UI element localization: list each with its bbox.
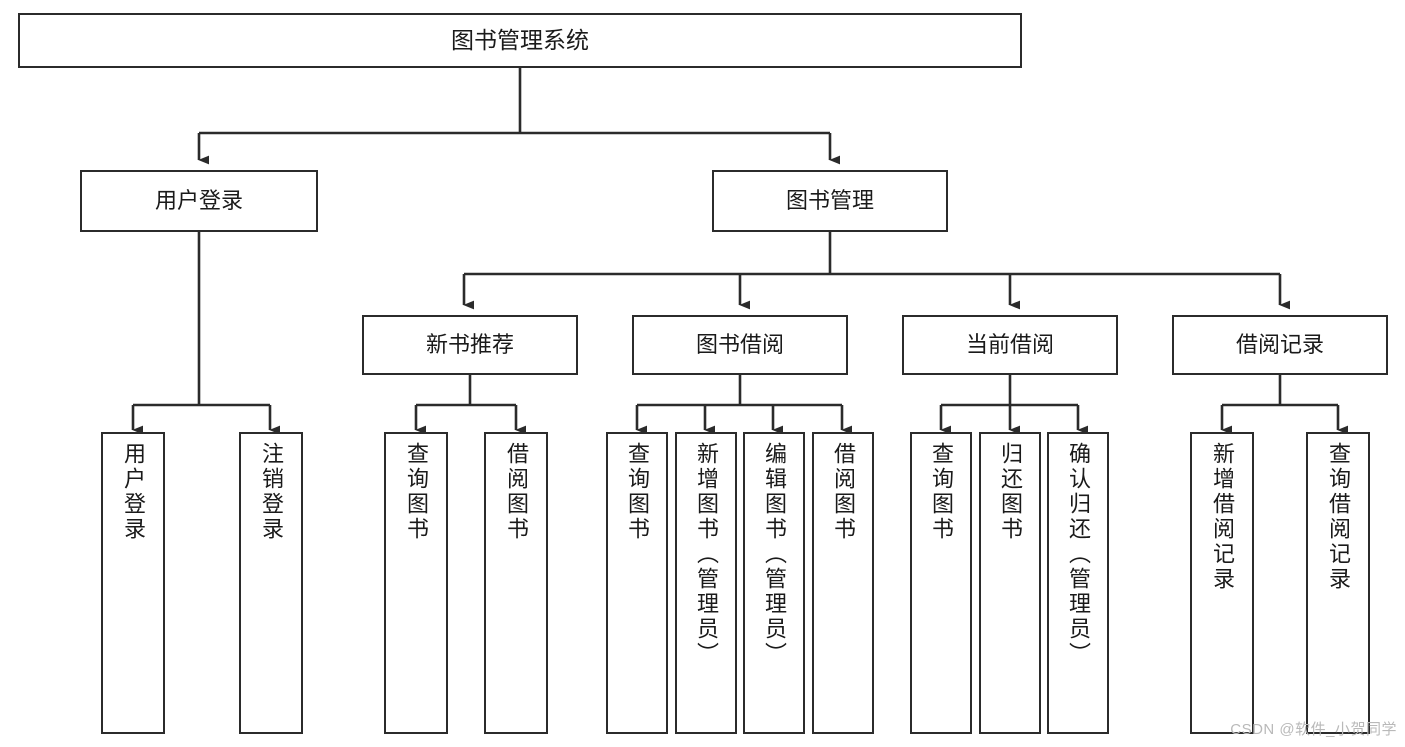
node-leaf-query-book-3[interactable]: 查询图书 [910,432,972,734]
node-root-system[interactable]: 图书管理系统 [18,13,1022,68]
node-label: 图书借阅 [695,332,784,358]
node-leaf-logout[interactable]: 注销登录 [239,432,303,734]
node-user-login[interactable]: 用户登录 [80,170,318,232]
node-book-manage[interactable]: 图书管理 [712,170,948,232]
node-leaf-edit-book[interactable]: 编辑图书（管理员） [743,432,805,734]
node-book-borrow[interactable]: 图书借阅 [632,315,848,375]
node-label: 新增图书（管理员） [694,442,719,667]
node-label: 归还图书 [998,442,1023,542]
node-leaf-confirm-return[interactable]: 确认归还（管理员） [1047,432,1109,734]
node-label: 查询图书 [929,442,954,542]
node-leaf-return-book[interactable]: 归还图书 [979,432,1041,734]
node-label: 图书管理 [785,188,874,214]
node-current-borrow[interactable]: 当前借阅 [902,315,1118,375]
node-leaf-query-record[interactable]: 查询借阅记录 [1306,432,1370,734]
node-label: 查询图书 [404,442,429,542]
node-label: 借阅图书 [504,442,529,542]
node-label: 用户登录 [121,442,146,542]
node-label: 借阅图书 [831,442,856,542]
node-label: 注销登录 [259,442,284,542]
node-label: 新增借阅记录 [1210,442,1235,592]
node-label: 编辑图书（管理员） [762,442,787,667]
node-leaf-query-book-2[interactable]: 查询图书 [606,432,668,734]
node-leaf-borrow-book-2[interactable]: 借阅图书 [812,432,874,734]
node-leaf-user-login[interactable]: 用户登录 [101,432,165,734]
node-label: 当前借阅 [965,332,1054,358]
node-label: 查询图书 [625,442,650,542]
node-borrow-record[interactable]: 借阅记录 [1172,315,1388,375]
node-label: 用户登录 [154,188,243,214]
node-leaf-borrow-book-1[interactable]: 借阅图书 [484,432,548,734]
node-new-book-recommend[interactable]: 新书推荐 [362,315,578,375]
node-leaf-query-book-1[interactable]: 查询图书 [384,432,448,734]
node-label: 确认归还（管理员） [1066,442,1091,667]
node-label: 借阅记录 [1235,332,1324,358]
node-leaf-add-record[interactable]: 新增借阅记录 [1190,432,1254,734]
node-label: 图书管理系统 [451,26,589,53]
watermark-text: CSDN @软件_小贺同学 [1230,721,1397,738]
node-leaf-add-book[interactable]: 新增图书（管理员） [675,432,737,734]
node-label: 查询借阅记录 [1326,442,1351,592]
node-label: 新书推荐 [425,332,514,358]
